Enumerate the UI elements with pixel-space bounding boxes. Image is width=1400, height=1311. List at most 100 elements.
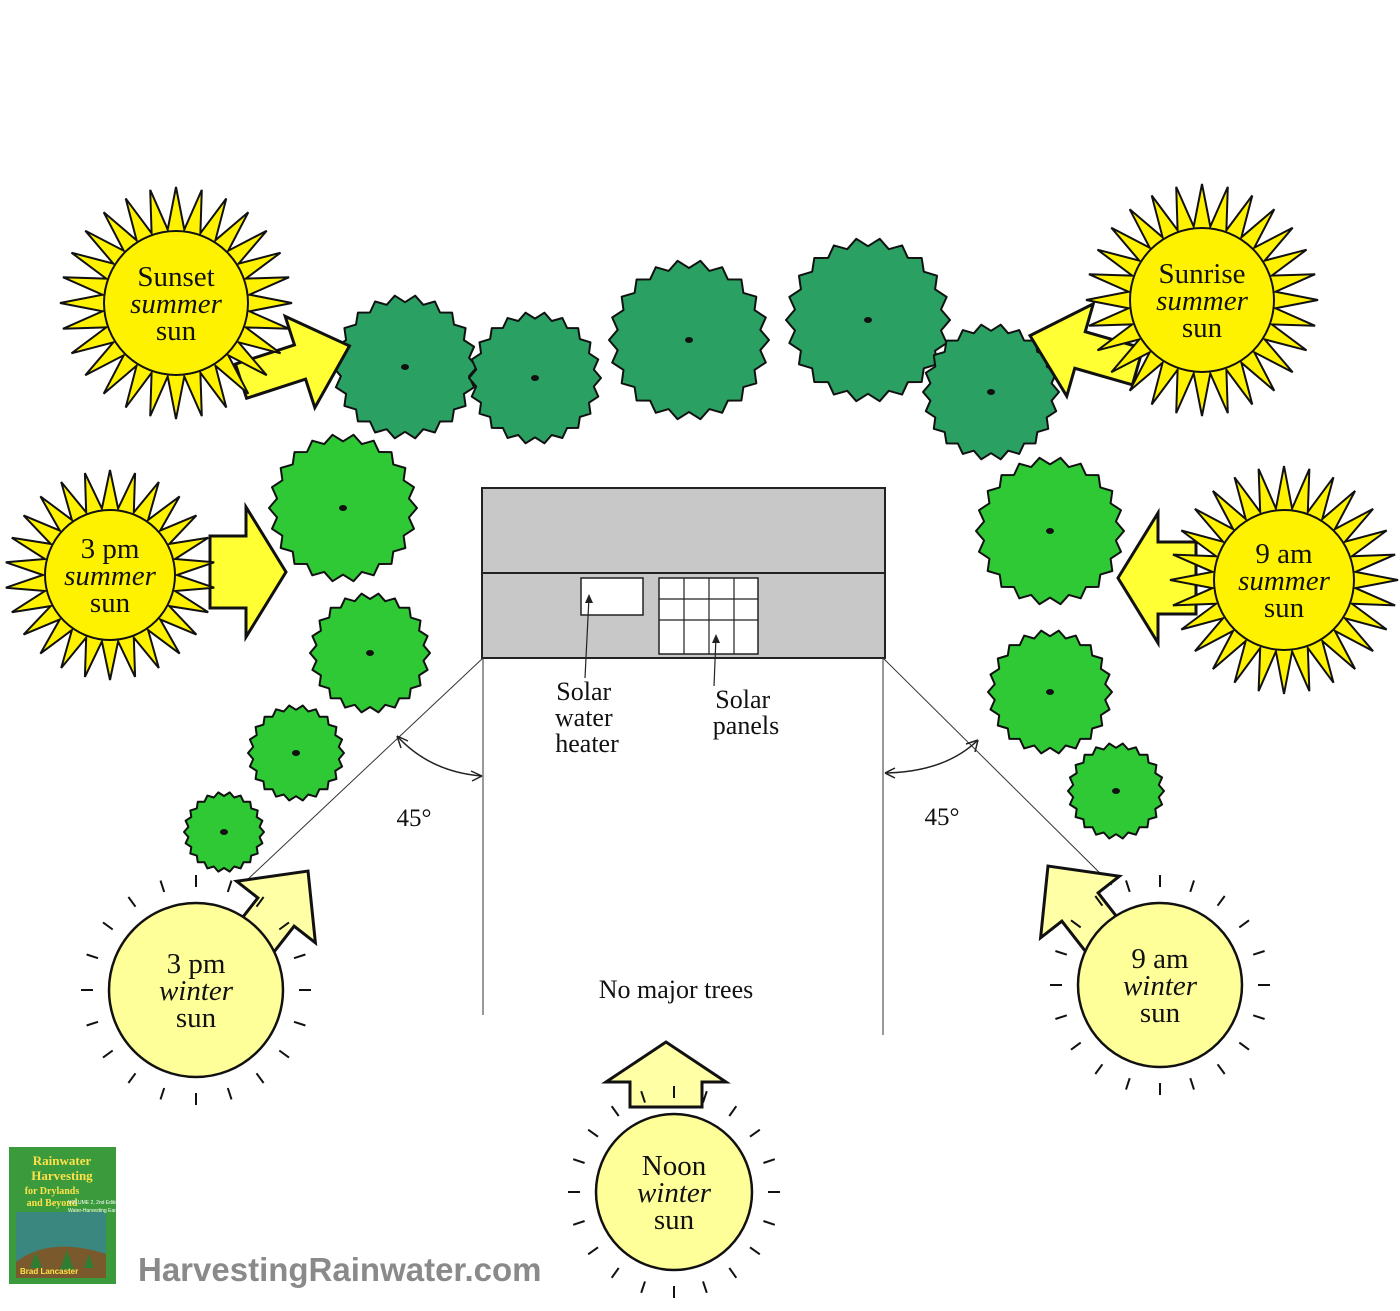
sun-ray [1070, 919, 1082, 929]
tree [268, 433, 418, 583]
sun-ray [728, 1267, 738, 1279]
sun-ray [1216, 1063, 1226, 1075]
sun-ray [159, 1087, 166, 1100]
book-cover-thumbnail: Rainwater Harvesting for Drylands and Be… [9, 1147, 134, 1284]
book-title-line-2: Harvesting [31, 1168, 93, 1183]
solar-panels-array [658, 577, 759, 655]
sun-ray [127, 896, 137, 908]
sun-label-line: Sunset [137, 261, 214, 293]
tree-trunk [987, 389, 995, 395]
book-title-line-3: for Drylands [25, 1186, 80, 1197]
sun-ray [1189, 880, 1195, 893]
sun-label-line: Noon [642, 1150, 707, 1182]
sun-label-line: winter [1123, 970, 1198, 1002]
sun-direction-arrow [1116, 507, 1198, 649]
sun-ray [226, 880, 233, 893]
sun-ray [102, 1049, 114, 1059]
no-major-trees-label: No major trees [599, 975, 754, 1004]
angle-arc-left [396, 735, 483, 777]
sun-ray [610, 1267, 620, 1279]
sun-ray [1055, 950, 1068, 956]
sun-ray [1252, 950, 1265, 956]
sun-ray [1094, 895, 1104, 907]
sun-ray [610, 1105, 620, 1117]
trees-layer [183, 237, 1165, 873]
sun-label-line: sun [90, 587, 131, 619]
sun-label-line: 9 am [1255, 538, 1313, 570]
tree [247, 704, 345, 802]
sun-ray [226, 1087, 233, 1100]
sun-ray [1070, 1041, 1082, 1051]
house-plan [246, 487, 1113, 1035]
angle-arc-right-head-a [884, 767, 896, 779]
tree [183, 791, 265, 873]
tree [309, 592, 431, 714]
angle-arc-left-head-a [396, 735, 409, 749]
sun-label-line: 9 am [1131, 943, 1189, 975]
sun-label-line: summer [1156, 285, 1249, 317]
book-title-line-4: and Beyond [27, 1198, 78, 1209]
book-subtitle: Water-Harvesting Earthworks [68, 1208, 134, 1214]
sun-ray [749, 1128, 761, 1138]
sun-ray [572, 1158, 585, 1164]
sun-ray [293, 953, 306, 960]
sun-ray [702, 1090, 708, 1103]
pointer-panels [713, 636, 717, 687]
tree-trunk [339, 505, 347, 511]
angle-line-left [246, 657, 484, 881]
sun-label-line: 3 pm [167, 948, 226, 980]
sun-label-line: Sunrise [1159, 258, 1246, 290]
sun-label-line: sun [176, 1002, 217, 1034]
sun-ray [1094, 1063, 1104, 1075]
sun-ray [102, 921, 114, 931]
sun-ray [278, 1049, 290, 1059]
sun-ray [587, 1128, 599, 1138]
sun-ray [587, 1246, 599, 1256]
solar-panels-label: Solar panels [713, 685, 779, 740]
sun-ray [1055, 1014, 1068, 1020]
tree [975, 456, 1125, 606]
book-title-line-1: Rainwater [33, 1153, 92, 1168]
sun-ray [293, 1020, 306, 1027]
sun-ray [1238, 919, 1250, 929]
sun-ray [728, 1105, 738, 1117]
tree [987, 629, 1113, 755]
tree-trunk [685, 337, 693, 343]
sun-label-line: 3 pm [81, 533, 140, 565]
sun-ray [255, 896, 265, 908]
tree-trunk [366, 650, 374, 656]
solar-water-heater-panel [580, 577, 644, 616]
sun-ray [749, 1246, 761, 1256]
tree-trunk [531, 375, 539, 381]
sun-ray [763, 1158, 776, 1164]
tree-trunk [1112, 788, 1120, 794]
angle-line-right [882, 657, 1113, 886]
sun-ray [1252, 1014, 1265, 1020]
sun-ray [86, 953, 99, 960]
angle-arc-right-head-b [965, 739, 979, 753]
sun-direction-arrow [208, 501, 288, 643]
angle-arc-right [884, 739, 979, 774]
sun-ray [1125, 1077, 1131, 1090]
angle-label-left: 45° [397, 805, 432, 832]
sun-direction-arrow [233, 313, 352, 412]
sun-label-line: sun [1140, 997, 1181, 1029]
sun-ray [255, 1072, 265, 1084]
sun-ray [763, 1220, 776, 1226]
sun-label-line: winter [637, 1177, 712, 1209]
sun-ray [159, 880, 166, 893]
book-volume: VOLUME 2, 2nd Edition [68, 1200, 121, 1206]
sun-direction-arrow [601, 1040, 731, 1109]
sun-label-line: sun [654, 1204, 695, 1236]
sun-ray [86, 1020, 99, 1027]
tree [608, 259, 770, 421]
pointer-heater-head [585, 594, 593, 603]
